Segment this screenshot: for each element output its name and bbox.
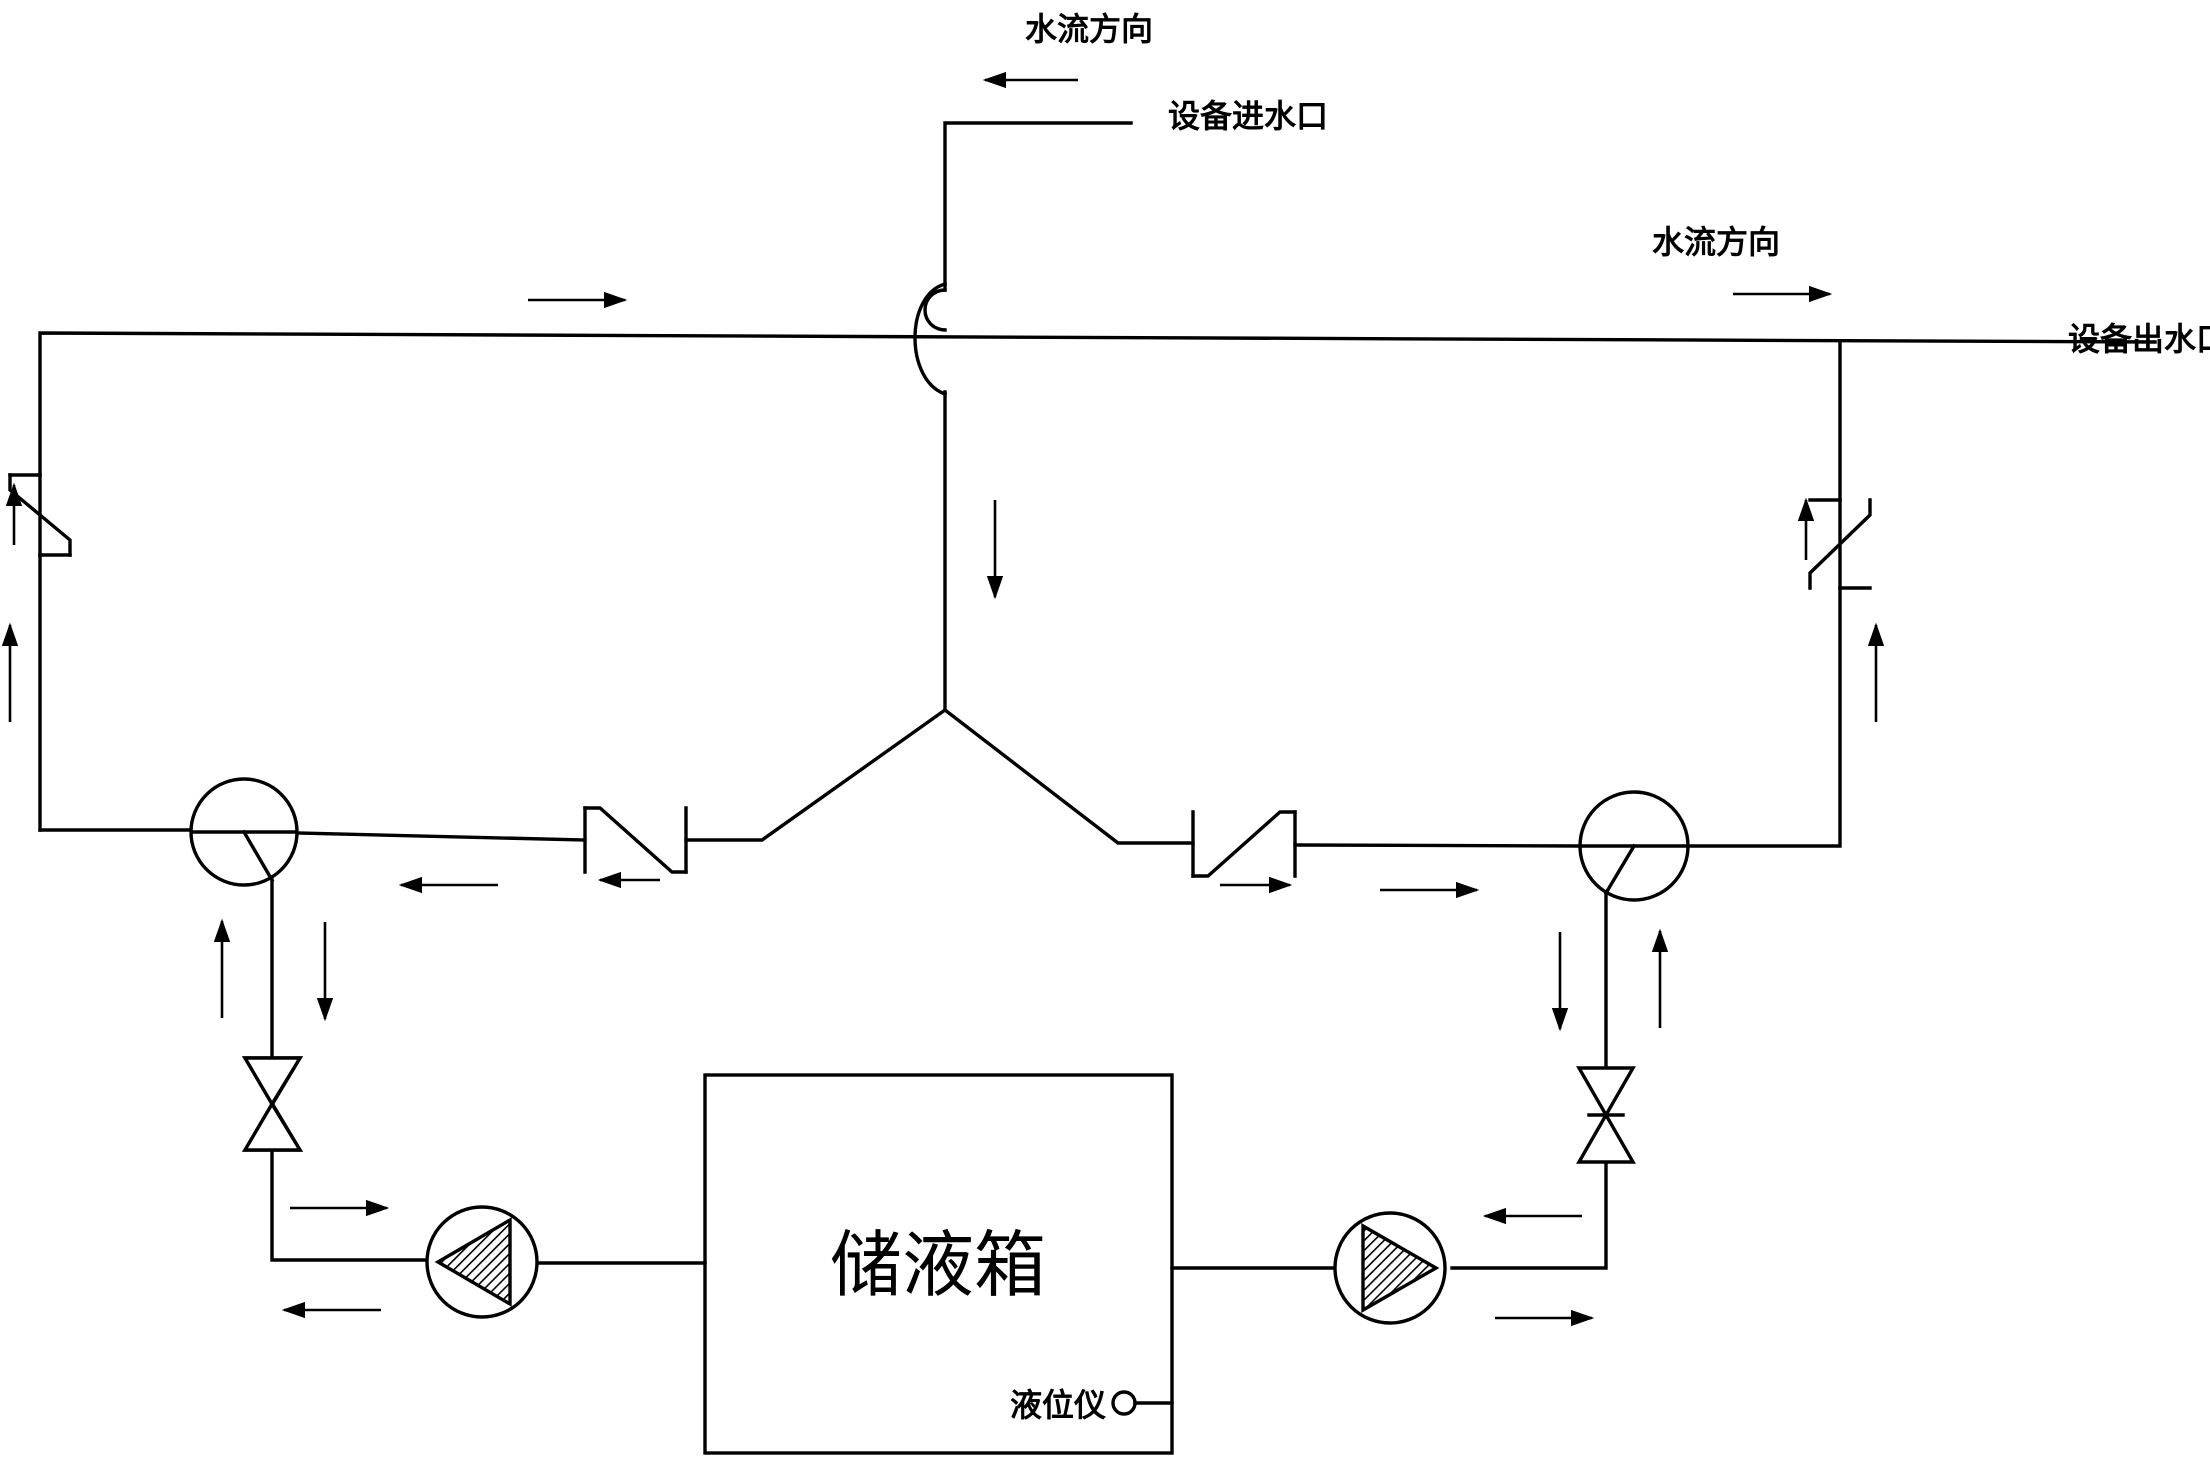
right-vertical-loop [1170,891,1608,1270]
right-gate-valve [1576,1066,1636,1164]
storage-tank: 储液箱 [703,1073,1174,1455]
outlet-label: 设备出水口 [2068,320,2210,358]
flow-direction-label-top: 水流方向 [1025,10,1153,48]
inlet-label: 设备进水口 [1168,97,1328,135]
right-three-way-valve [1578,790,1690,902]
level-gauge: 液位仪 [1010,1386,1174,1424]
left-vertical-loop [270,878,707,1265]
left-riser-check-valve [8,473,72,557]
right-riser-check-valve [1808,498,1872,590]
left-pump [425,1205,539,1319]
right-branch-pipe [1686,340,1842,848]
flow-arrows [1,71,1885,1327]
inlet-pipe [913,121,1133,712]
tank-label: 储液箱 [830,1223,1046,1307]
main-header-pipe [38,331,2157,832]
right-pump [1333,1211,1447,1325]
right-horizontal-check-valve [1191,810,1297,878]
flow-direction-label-right: 水流方向 [1652,223,1780,261]
left-gate-valve [242,1056,304,1152]
left-horizontal-check-valve [583,806,688,874]
left-three-way-valve [189,777,299,887]
left-return-pipe [38,707,1582,848]
level-gauge-label: 液位仪 [1010,1386,1106,1424]
